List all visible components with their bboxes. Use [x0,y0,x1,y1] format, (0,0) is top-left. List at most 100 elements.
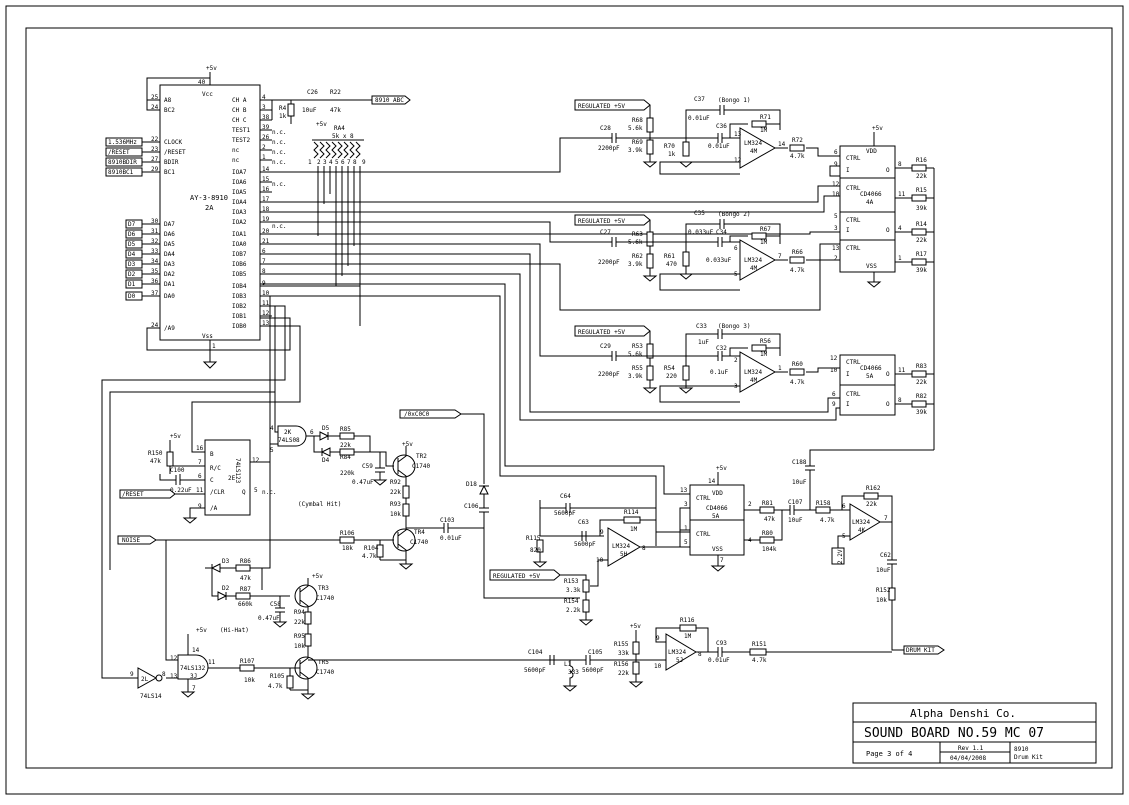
svg-text:B: B [210,451,214,458]
sheet-title: SOUND BOARD NO.59 MC 07 [864,726,1044,741]
svg-text:104k: 104k [762,546,777,553]
svg-text:7: 7 [198,459,202,466]
svg-text:C27: C27 [600,229,611,236]
chip-right-pin-name: IOB4 [232,283,247,290]
r4-value: 1k [279,113,287,120]
svg-text:3: 3 [684,501,688,508]
svg-text:2K: 2K [284,429,292,436]
svg-text:D4: D4 [322,457,330,464]
svg-text:/RESET: /RESET [122,491,144,498]
left-connector-label: D2 [128,271,136,278]
svg-text:R153: R153 [564,578,579,585]
svg-text:+5v: +5v [170,433,181,440]
svg-text:R62: R62 [632,253,643,260]
svg-text:CTRL: CTRL [846,155,861,162]
svg-text:CTRL: CTRL [846,359,861,366]
svg-text:0.01uF: 0.01uF [440,535,462,542]
svg-text:1M: 1M [630,526,638,533]
company-name: Alpha Denshi Co. [910,707,1016,720]
svg-text:13: 13 [734,131,742,138]
svg-text:C35: C35 [694,210,705,217]
svg-text:4M: 4M [750,148,758,155]
svg-text:CTRL: CTRL [846,245,861,252]
svg-text:R107: R107 [240,658,255,665]
bongo1-circuit: REGULATED +5V R68 5.6k R69 3.9k C28 2200… [574,96,840,175]
svg-text:RA4: RA4 [334,125,345,132]
chip-left-pin-num: 25 [151,94,159,101]
chip-vcc-pin: 40 [198,79,206,86]
svg-text:14: 14 [192,647,200,654]
svg-text:3.9k: 3.9k [628,147,643,154]
svg-text:5J: 5J [676,657,683,664]
svg-text:0.01uF: 0.01uF [688,115,710,122]
svg-text:C58: C58 [270,601,281,608]
chip-right-pin-num: 10 [262,290,270,297]
svg-text:4M: 4M [750,377,758,384]
svg-text:L1: L1 [564,661,572,668]
svg-text:11: 11 [898,367,906,374]
r4-label: R4 [279,105,287,112]
svg-text:4: 4 [898,225,902,232]
chip-right-pin-num: 2 [262,144,266,151]
low-filter: C104 5600pF L1 333 C105 5600pF +5v R155 … [524,617,892,692]
svg-text:C93: C93 [716,640,727,647]
svg-text:R72: R72 [792,137,803,144]
svg-text:6: 6 [834,149,838,156]
svg-text:10uF: 10uF [788,517,803,524]
svg-text:TR3: TR3 [318,585,329,592]
svg-text:660k: 660k [238,601,253,608]
svg-text:R95: R95 [294,633,305,640]
chip-right-pin-name: IOB5 [232,271,247,278]
svg-text:C62: C62 [880,552,891,559]
svg-text:R14: R14 [916,221,927,228]
svg-text:2.2V: 2.2V [837,549,844,564]
svg-text:C105: C105 [588,649,603,656]
74ls123-monostable: B R/C C /CLR Q /A 74LS123 2E 16 7 6 11 1… [119,433,278,524]
svg-text:+5v: +5v [316,121,327,128]
svg-text:5: 5 [270,447,274,454]
chip-left-pin-name: DA5 [164,241,175,248]
chip-right-pin-num: 6 [262,248,266,255]
svg-text:DRUM KIT: DRUM KIT [906,647,935,654]
chip-vcc-label: Vcc [202,91,213,98]
svg-text:C1740: C1740 [410,539,428,546]
svg-text:6: 6 [198,473,202,480]
page-number: Page 3 of 4 [866,750,912,758]
chip-left-pin-name: /A9 [164,325,175,332]
svg-text:R67: R67 [760,226,771,233]
left-connector-label: /RESET [108,149,130,156]
svg-text:(Bongo 2): (Bongo 2) [718,211,751,218]
svg-text:47k: 47k [240,575,251,582]
svg-text:820: 820 [530,547,541,554]
chip-left-pin-name: BC1 [164,169,175,176]
svg-text:16: 16 [196,445,204,452]
svg-text:5H: 5H [620,551,628,558]
regulated-connector-4 [489,569,561,581]
svg-text:4.7k: 4.7k [752,657,767,664]
svg-text:12: 12 [830,355,838,362]
chip-right-pin-name: CH C [232,117,247,124]
74ls08-and-gate: 2K 74LS08 4 5 6 [270,425,320,454]
svg-text:8: 8 [162,671,166,678]
svg-text:47k: 47k [150,458,161,465]
svg-text:CTRL: CTRL [846,391,861,398]
svg-text:5k x 8: 5k x 8 [332,133,354,140]
svg-text:13: 13 [680,487,688,494]
svg-text:22k: 22k [390,489,401,496]
drum-kit-connector [903,645,945,655]
noise-circuit: NOISE R106 18k TR4 C1740 R104 4.7k C103 … [117,409,580,661]
svg-text:11: 11 [208,659,216,666]
svg-text:C34: C34 [716,229,727,236]
svg-text:I: I [846,227,850,234]
chip-right-pin-num: 4 [262,94,266,101]
svg-text:REGULATED +5V: REGULATED +5V [578,218,625,225]
svg-text:R92: R92 [390,479,401,486]
svg-text:n.c.: n.c. [272,181,286,188]
chip-right-pin-name: IOA7 [232,169,247,176]
svg-text:Q: Q [242,489,246,496]
svg-text:TR4: TR4 [414,529,425,536]
chip-name: AY-3-8910 [190,194,228,202]
svg-text:n.c.: n.c. [272,149,286,156]
